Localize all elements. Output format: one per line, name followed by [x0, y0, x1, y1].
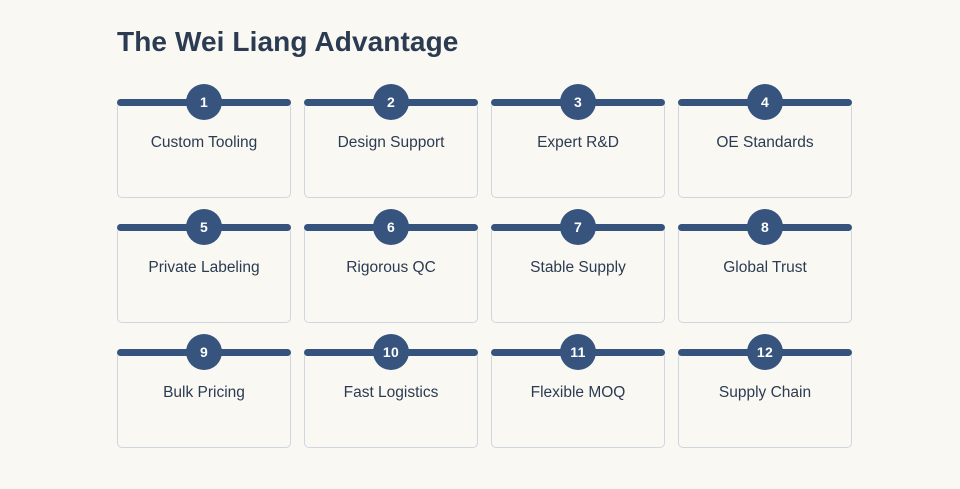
advantage-card[interactable]: 7 Stable Supply — [491, 209, 665, 323]
advantage-card[interactable]: 6 Rigorous QC — [304, 209, 478, 323]
advantage-card[interactable]: 3 Expert R&D — [491, 84, 665, 198]
page-title: The Wei Liang Advantage — [117, 26, 459, 57]
card-label: Private Labeling — [148, 258, 260, 276]
card-number-badge: 6 — [373, 209, 409, 245]
card-number-badge: 3 — [560, 84, 596, 120]
card-number-badge: 1 — [186, 84, 222, 120]
advantage-card[interactable]: 10 Fast Logistics — [304, 334, 478, 448]
card-label: Stable Supply — [530, 258, 626, 276]
card-label: Supply Chain — [718, 383, 812, 401]
card-label: Bulk Pricing — [163, 383, 245, 401]
card-label: Rigorous QC — [346, 258, 436, 276]
card-number-badge: 7 — [560, 209, 596, 245]
card-number-badge: 12 — [747, 334, 783, 370]
card-label: Flexible MOQ — [530, 383, 626, 401]
card-number-badge: 8 — [747, 209, 783, 245]
card-label: Design Support — [337, 133, 445, 151]
advantage-card[interactable]: 9 Bulk Pricing — [117, 334, 291, 448]
advantage-card[interactable]: 1 Custom Tooling — [117, 84, 291, 198]
card-label: Global Trust — [723, 258, 807, 276]
card-number-badge: 4 — [747, 84, 783, 120]
advantage-card[interactable]: 8 Global Trust — [678, 209, 852, 323]
advantage-card[interactable]: 5 Private Labeling — [117, 209, 291, 323]
advantage-card[interactable]: 12 Supply Chain — [678, 334, 852, 448]
card-label: Fast Logistics — [343, 383, 439, 401]
card-number-badge: 5 — [186, 209, 222, 245]
advantage-card[interactable]: 4 OE Standards — [678, 84, 852, 198]
advantage-card[interactable]: 2 Design Support — [304, 84, 478, 198]
card-number-badge: 9 — [186, 334, 222, 370]
card-label: Expert R&D — [537, 133, 619, 151]
advantage-card-grid: 1 Custom Tooling 2 Design Support 3 Expe… — [117, 84, 853, 448]
card-number-badge: 10 — [373, 334, 409, 370]
card-number-badge: 2 — [373, 84, 409, 120]
card-number-badge: 11 — [560, 334, 596, 370]
card-label: Custom Tooling — [150, 133, 258, 151]
advantage-card[interactable]: 11 Flexible MOQ — [491, 334, 665, 448]
card-label: OE Standards — [716, 133, 814, 151]
